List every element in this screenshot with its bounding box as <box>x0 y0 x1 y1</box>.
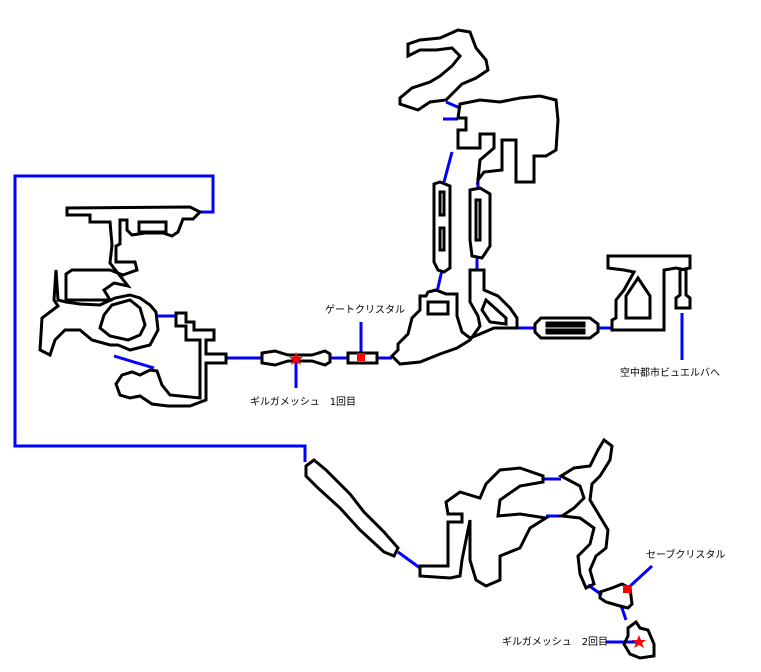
link-diagonal-bottom <box>397 550 421 570</box>
gilgamesh-2-star-icon[interactable] <box>632 635 646 648</box>
room-central-south-inner2 <box>480 297 508 326</box>
room-capsule-slot-b <box>545 328 586 335</box>
room-central-south <box>389 268 519 366</box>
leader-save-crystal <box>625 564 654 591</box>
label-save-crystal: セーブクリスタル <box>646 550 726 561</box>
big-loop-connection <box>13 174 307 462</box>
room-west-top-inner <box>137 220 168 234</box>
room-southeast-east <box>557 437 614 591</box>
markers <box>289 352 646 648</box>
room-gilgamesh-2 <box>622 619 656 660</box>
room-central-south-inner <box>426 300 450 316</box>
corridor-diagonal <box>304 458 400 558</box>
room-west-top <box>64 205 203 302</box>
link-north-left-pillar <box>442 151 454 183</box>
gate-crystal-marker[interactable] <box>357 353 365 361</box>
gilgamesh-1-star-icon[interactable] <box>289 352 303 365</box>
room-west-hub <box>114 311 228 408</box>
walls <box>38 28 692 660</box>
room-capsule-slot-a <box>545 321 586 328</box>
corridor-gilgamesh-1 <box>260 349 332 367</box>
label-gilgamesh-1: ギルガメッシュ 1回目 <box>250 397 357 408</box>
room-west-middle-island <box>98 298 147 342</box>
room-east-inner <box>624 275 652 320</box>
pillar-left-slot-b <box>438 226 446 252</box>
room-north-hall <box>456 94 560 186</box>
room-save-crystal <box>598 582 634 610</box>
room-north-top <box>398 28 490 112</box>
room-west-middle <box>38 269 160 358</box>
room-east <box>606 254 692 332</box>
label-gilgamesh-2: ギルガメッシュ 2回目 <box>502 637 609 648</box>
connections <box>13 100 684 644</box>
pillar-left <box>432 180 452 274</box>
room-capsule <box>533 316 600 340</box>
pillar-right-slot <box>474 198 482 242</box>
label-gate-crystal: ゲートクリスタル <box>325 305 405 316</box>
pillar-right <box>468 186 492 260</box>
label-exit-bhujerba: 空中都市ビュエルバへ <box>620 368 720 379</box>
save-crystal-marker[interactable] <box>623 585 631 593</box>
link-west-lower <box>113 354 155 370</box>
room-gate-crystal <box>346 351 379 365</box>
link-north-1 <box>445 100 461 110</box>
link-left-pillar-down <box>435 269 444 293</box>
pillar-left-slot-a <box>438 190 446 217</box>
room-southeast-west <box>418 466 551 588</box>
